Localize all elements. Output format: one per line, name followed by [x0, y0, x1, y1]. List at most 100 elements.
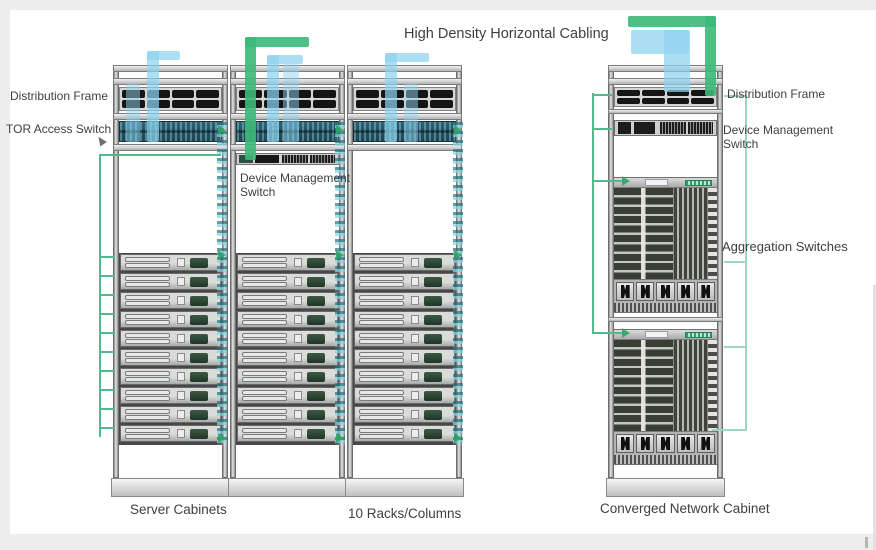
server-unit	[237, 368, 338, 385]
port-block	[294, 429, 303, 438]
blue-cable-riser	[664, 30, 690, 92]
power-module	[306, 315, 325, 325]
drive-bay	[358, 276, 404, 281]
chassis-card-area	[614, 340, 717, 432]
rack-bar	[608, 109, 723, 114]
drive-bay	[358, 314, 404, 319]
cable-branch	[99, 408, 115, 410]
chassis-header	[614, 178, 717, 188]
server-unit	[237, 311, 338, 328]
drive-bay	[358, 434, 404, 439]
port-block	[177, 296, 186, 305]
patch-slot	[171, 90, 195, 98]
drive-bay	[241, 390, 287, 395]
device-management-switch-device	[614, 120, 717, 136]
cable-branch	[592, 128, 612, 130]
port-block	[294, 391, 303, 400]
power-module	[306, 296, 325, 306]
cable-branch	[99, 351, 115, 353]
port-block	[177, 315, 186, 324]
port-block	[411, 315, 420, 324]
drive-bay	[241, 295, 287, 300]
switch-ports	[660, 122, 686, 134]
drive-bay	[241, 428, 287, 433]
drive-bay	[241, 358, 287, 363]
drive-bay	[241, 282, 287, 287]
port-block	[177, 391, 186, 400]
port-block	[294, 277, 303, 286]
drive-bay	[241, 409, 287, 414]
cable-branch	[99, 332, 115, 334]
chassis-card-area	[614, 188, 717, 280]
blue-cable-arm	[147, 51, 180, 60]
server-unit	[354, 292, 455, 309]
drive-bay	[241, 320, 287, 325]
server-unit	[120, 387, 221, 404]
drive-bay	[124, 371, 170, 376]
switch-module	[634, 122, 656, 134]
drive-bay	[241, 257, 287, 262]
rack-top-bar	[113, 65, 228, 72]
rack-bar	[113, 78, 228, 85]
chassis-green-tag	[685, 180, 712, 186]
drive-bay	[358, 295, 404, 300]
rack-base	[606, 478, 725, 497]
drive-bay	[358, 428, 404, 433]
server-rack-3	[345, 65, 464, 497]
cable-branch	[99, 275, 115, 277]
psu-row	[614, 432, 717, 455]
psu-row	[614, 280, 717, 303]
power-module	[423, 391, 442, 401]
server-unit	[354, 254, 455, 271]
rack-bar	[113, 113, 228, 120]
power-module	[189, 429, 208, 439]
port-block	[294, 410, 303, 419]
port-block	[411, 296, 420, 305]
server-unit	[120, 292, 221, 309]
green-cable-arm	[628, 16, 716, 27]
drive-bay	[241, 371, 287, 376]
caption-server-cabinets: Server Cabinets	[130, 502, 227, 517]
server-unit	[354, 368, 455, 385]
blue-cable-riser	[147, 51, 159, 142]
patch-slot	[617, 90, 640, 96]
aggregation-switch-chassis-1	[613, 177, 718, 313]
switch-ports	[309, 155, 335, 163]
psu-module	[656, 282, 675, 301]
drive-bay	[124, 333, 170, 338]
power-module	[189, 296, 208, 306]
blue-cable-riser	[385, 53, 397, 142]
cable-branch	[592, 180, 624, 182]
rack-base	[111, 478, 230, 497]
server-unit	[120, 273, 221, 290]
port-block	[177, 410, 186, 419]
server-unit	[237, 254, 338, 271]
drive-bay	[124, 377, 170, 382]
drive-bay	[241, 396, 287, 401]
diagram-title: High Density Horizontal Cabling	[404, 26, 609, 42]
inter-rack-cable-bundle	[335, 122, 345, 446]
cable-branch	[99, 294, 115, 296]
server-unit	[354, 273, 455, 290]
power-module	[306, 277, 325, 287]
rack-bar	[608, 317, 723, 322]
blue-cable-riser	[267, 55, 279, 142]
psu-module	[636, 282, 655, 301]
drive-bay	[358, 377, 404, 382]
fan-grille	[614, 303, 717, 312]
port-block	[177, 353, 186, 362]
drive-bay	[358, 263, 404, 268]
power-module	[423, 277, 442, 287]
psu-module	[676, 282, 695, 301]
server-unit	[120, 368, 221, 385]
power-module	[423, 410, 442, 420]
cable-branch	[724, 346, 746, 348]
page-frame-left	[0, 0, 10, 534]
power-module	[423, 334, 442, 344]
power-module	[306, 258, 325, 268]
drive-bay	[241, 314, 287, 319]
port-block	[411, 353, 420, 362]
patch-slot	[666, 98, 690, 104]
cable-arrow	[622, 176, 630, 186]
cable-trunk-converged	[592, 93, 594, 334]
